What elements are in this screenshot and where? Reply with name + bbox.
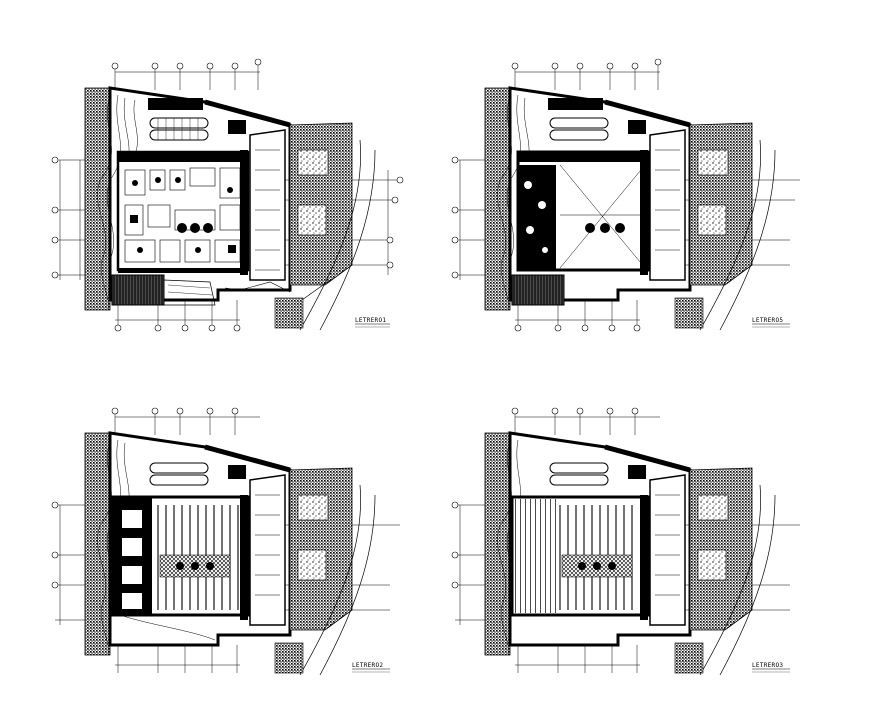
plan-title: LETRERO5 [752,317,783,324]
floor-plan-3: LETRERO2 [51,407,400,676]
plan-title: LETRERO1 [355,317,386,324]
floor-plan-1: LETRERO1 [51,58,404,332]
floor-plan-2: LETRERO5 [451,58,800,332]
plan-title: LETRERO2 [352,662,383,669]
plan-title: LETRERO3 [752,662,783,669]
floor-plan-4: LETRERO3 [451,407,800,676]
